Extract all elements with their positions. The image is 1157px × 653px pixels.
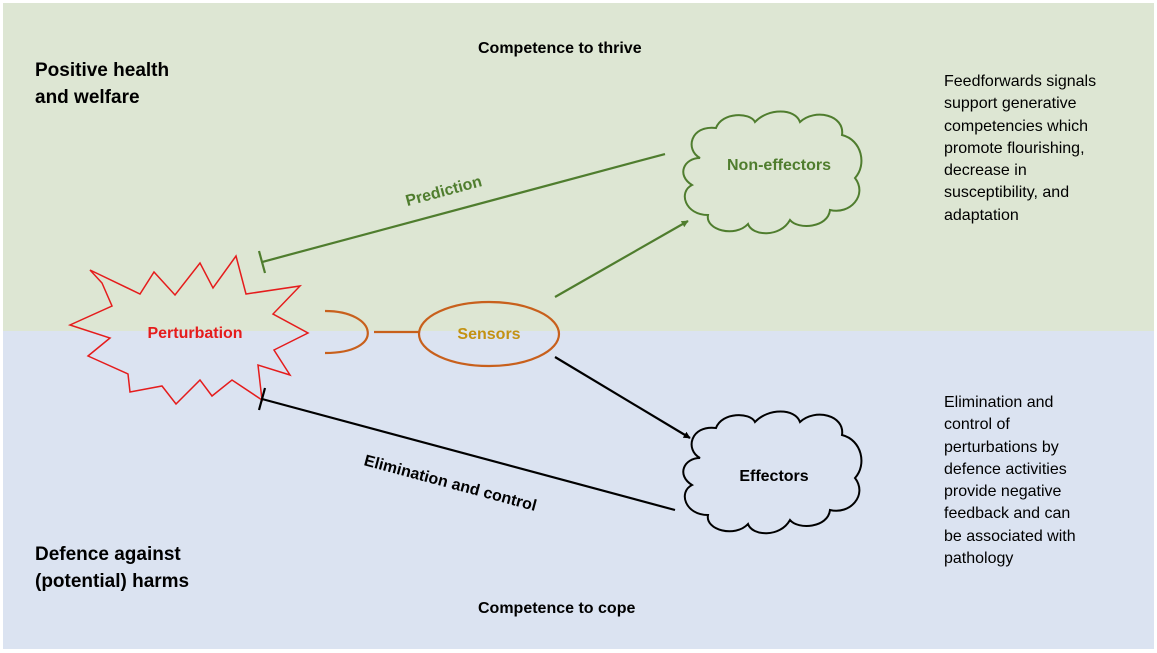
sensors-ellipse xyxy=(417,300,561,368)
effectors-label: Effectors xyxy=(739,468,808,485)
sensors-to-effectors-arrow xyxy=(554,356,691,439)
elimination-inhibition-bar xyxy=(257,387,267,411)
non-effectors-cloud xyxy=(682,110,863,235)
competence-to-cope-label: Competence to cope xyxy=(478,600,636,617)
feedforward-note: Feedforwards signals support generative … xyxy=(944,73,1097,224)
prediction-label: Prediction xyxy=(404,173,484,210)
perturbation-label: Perturbation xyxy=(147,325,242,342)
elimination-label: Elimination and control xyxy=(362,452,538,514)
defence-zone xyxy=(3,331,1154,649)
effectors-cloud xyxy=(682,410,863,535)
sensors-label: Sensors xyxy=(457,326,520,343)
perturbation-starburst xyxy=(67,254,310,406)
prediction-line xyxy=(261,152,666,264)
receptor-socket xyxy=(324,309,369,355)
sensors-to-non-effectors-arrow xyxy=(554,220,689,298)
negative-feedback-note: Elimination and control of perturbations… xyxy=(944,394,1076,568)
elimination-line xyxy=(261,397,676,512)
competence-to-thrive-label: Competence to thrive xyxy=(478,40,642,57)
positive-health-heading: Positive health and welfare xyxy=(35,60,170,108)
non-effectors-label: Non-effectors xyxy=(727,157,831,174)
defence-heading: Defence against (potential) harms xyxy=(35,544,190,592)
prediction-inhibition-bar xyxy=(257,250,267,274)
positive-health-zone xyxy=(3,3,1154,331)
